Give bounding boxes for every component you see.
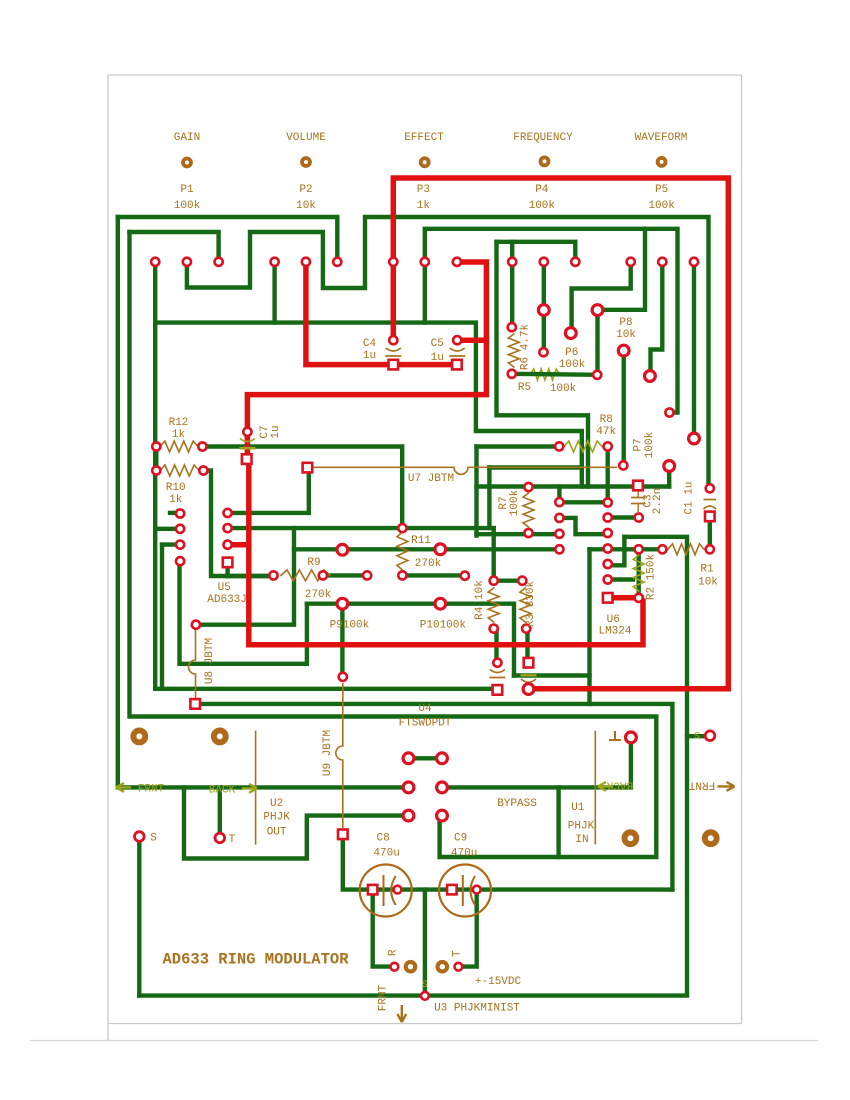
svg-text:R5: R5	[518, 382, 531, 394]
svg-text:LM324: LM324	[598, 626, 631, 638]
svg-text:10k: 10k	[296, 200, 316, 212]
svg-text:T: T	[229, 834, 236, 846]
svg-text:S: S	[694, 728, 700, 739]
svg-text:100k: 100k	[644, 431, 656, 458]
svg-text:P4: P4	[535, 184, 549, 196]
svg-text:P2: P2	[299, 184, 312, 196]
svg-text:R1: R1	[700, 564, 714, 576]
svg-text:S: S	[150, 833, 157, 845]
svg-text:1u: 1u	[431, 352, 444, 364]
svg-text:U7 JBTM: U7 JBTM	[408, 473, 454, 485]
svg-text:P3: P3	[417, 184, 430, 196]
svg-text:R10: R10	[166, 482, 186, 494]
svg-text:FRNT: FRNT	[688, 778, 715, 790]
svg-text:C7: C7	[259, 425, 271, 438]
svg-text:FREQUENCY: FREQUENCY	[513, 132, 573, 144]
svg-text:U3 PHJKMINIST: U3 PHJKMINIST	[434, 1002, 520, 1014]
svg-text:FRNT: FRNT	[378, 984, 390, 1011]
svg-text:100k: 100k	[559, 359, 586, 371]
svg-text:R3 330k: R3 330k	[525, 581, 537, 628]
svg-text:T: T	[451, 950, 463, 957]
svg-text:AD633 RING MODULATOR: AD633 RING MODULATOR	[162, 951, 349, 969]
svg-text:PHJK: PHJK	[568, 821, 595, 833]
svg-text:1k: 1k	[172, 429, 186, 441]
svg-text:U2: U2	[270, 798, 283, 810]
svg-text:U1: U1	[571, 802, 585, 814]
svg-text:R7: R7	[498, 496, 510, 509]
svg-text:P10100k: P10100k	[420, 619, 467, 631]
svg-text:VOLUME: VOLUME	[286, 132, 326, 144]
svg-text:BACK: BACK	[606, 778, 633, 790]
svg-text:PHJK: PHJK	[263, 812, 290, 824]
svg-text:FTSWDPDT: FTSWDPDT	[399, 718, 452, 730]
svg-text:100k: 100k	[174, 200, 201, 212]
svg-text:C1 1u: C1 1u	[684, 481, 696, 514]
svg-text:R6 4.7k: R6 4.7k	[520, 324, 532, 371]
svg-text:BYPASS: BYPASS	[497, 798, 537, 810]
svg-text:1u: 1u	[363, 350, 376, 362]
svg-text:C4: C4	[363, 338, 377, 350]
svg-text:S: S	[422, 977, 428, 988]
svg-text:10k: 10k	[698, 577, 718, 589]
svg-text:R9: R9	[307, 557, 320, 569]
svg-text:BACK: BACK	[209, 785, 236, 797]
svg-text:R12: R12	[169, 417, 189, 429]
svg-text:C3: C3	[643, 494, 655, 507]
svg-text:47k: 47k	[596, 426, 616, 438]
svg-text:P5: P5	[655, 184, 668, 196]
svg-text:U4: U4	[418, 703, 432, 715]
svg-text:2.2n: 2.2n	[652, 488, 664, 514]
svg-text:270k: 270k	[415, 558, 442, 570]
svg-text:1k: 1k	[169, 494, 183, 506]
svg-text:P8: P8	[619, 317, 632, 329]
svg-text:R2 150k: R2 150k	[646, 554, 658, 601]
svg-text:10k: 10k	[616, 329, 636, 341]
svg-text:U8 JBTM: U8 JBTM	[204, 638, 216, 684]
svg-text:100k: 100k	[529, 200, 556, 212]
svg-text:R8: R8	[600, 414, 613, 426]
svg-text:+-15VDC: +-15VDC	[475, 976, 522, 988]
svg-text:C5: C5	[431, 338, 444, 350]
svg-text:1k: 1k	[417, 200, 431, 212]
svg-text:100k: 100k	[550, 383, 577, 395]
svg-text:100k: 100k	[648, 200, 675, 212]
svg-text:U9 JBTM: U9 JBTM	[322, 730, 334, 776]
svg-text:C9: C9	[454, 833, 467, 845]
svg-text:WAVEFORM: WAVEFORM	[635, 132, 688, 144]
svg-text:P9100k: P9100k	[330, 619, 370, 631]
svg-text:AD633J: AD633J	[207, 594, 247, 606]
svg-text:GAIN: GAIN	[174, 132, 200, 144]
svg-text:U6: U6	[607, 614, 620, 626]
svg-text:OUT: OUT	[267, 826, 287, 838]
svg-text:1u: 1u	[270, 425, 282, 438]
svg-text:P6: P6	[565, 347, 578, 359]
svg-text:470u: 470u	[373, 847, 399, 859]
svg-text:EFFECT: EFFECT	[404, 132, 444, 144]
svg-text:R4 10k: R4 10k	[474, 580, 486, 620]
svg-text:U5: U5	[218, 582, 231, 594]
svg-text:470u: 470u	[451, 847, 477, 859]
svg-text:100k: 100k	[509, 489, 521, 516]
svg-text:270k: 270k	[305, 589, 332, 601]
svg-text:R: R	[387, 949, 399, 956]
svg-text:P1: P1	[180, 184, 194, 196]
svg-text:FRNT: FRNT	[138, 784, 165, 796]
svg-text:R11: R11	[411, 535, 431, 547]
svg-text:P7: P7	[633, 438, 645, 451]
svg-text:C8: C8	[376, 833, 389, 845]
svg-text:IN: IN	[575, 834, 588, 846]
